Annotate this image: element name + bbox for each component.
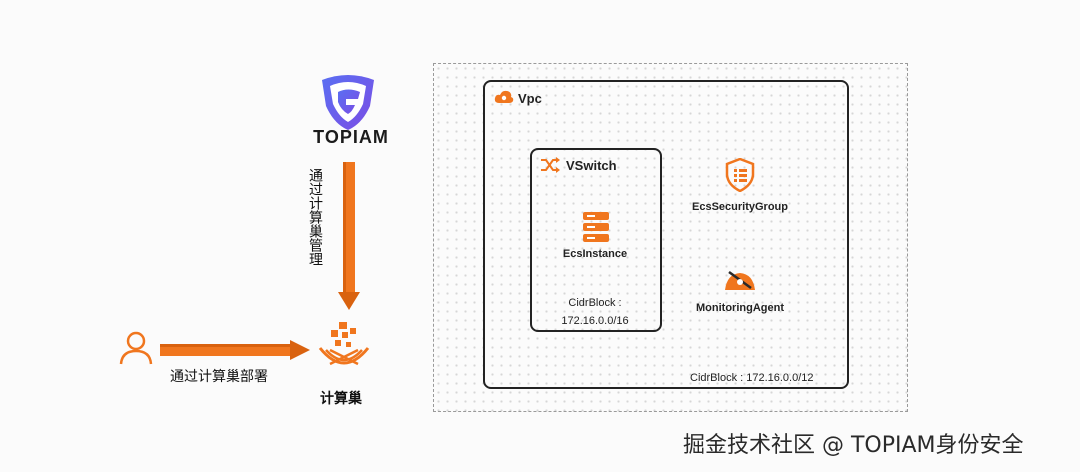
vswitch-cidr-value: 172.16.0.0/16 (561, 315, 629, 327)
cloud-icon (494, 90, 514, 103)
vswitch-label: VSwitch (566, 158, 617, 173)
monitoring-agent-icon (725, 270, 755, 290)
compute-nest-label: 计算巢 (320, 391, 362, 407)
user-icon (119, 331, 153, 365)
vpc-label: Vpc (518, 91, 542, 106)
topiam-brand-name: TOPIAM (313, 127, 389, 147)
down-arrow (338, 162, 360, 310)
deployment-area (433, 63, 908, 412)
server-stack-icon (583, 212, 609, 242)
security-group-label: EcsSecurityGroup (692, 201, 788, 213)
ecs-instance-label: EcsInstance (562, 248, 628, 260)
topiam-logo-icon (322, 75, 374, 130)
manage-via-compute-nest-label: 通过计算巢管理 (307, 168, 323, 266)
compute-nest-icon (318, 322, 370, 366)
switch-icon (541, 157, 560, 173)
monitoring-agent-label: MonitoringAgent (696, 302, 784, 314)
vswitch-container (530, 148, 662, 332)
deploy-via-compute-nest-label: 通过计算巢部署 (170, 369, 268, 385)
vpc-container (483, 80, 849, 389)
watermark: 掘金技术社区 @ TOPIAM身份安全 (683, 433, 1024, 458)
right-arrow (160, 340, 310, 360)
vpc-cidr-label: CidrBlock : 172.16.0.0/12 (690, 372, 814, 384)
shield-list-icon (725, 158, 755, 192)
vswitch-cidr-label: CidrBlock : (568, 297, 622, 309)
